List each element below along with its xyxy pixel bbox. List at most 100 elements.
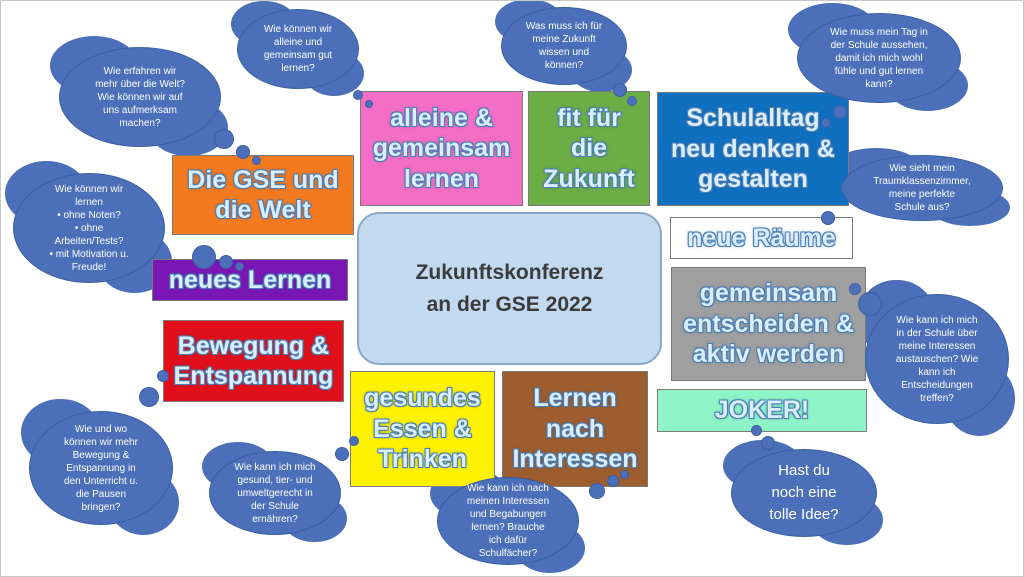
cloud-traum-l3: meine perfekte	[888, 189, 956, 200]
cloud-welt-l3: Wie können wir auf	[97, 91, 183, 103]
cloud-bewegung-l1: Wie und wo	[74, 423, 128, 435]
cloud-lernen-l7: Freude!	[71, 261, 107, 273]
cloud-interessen-l4: lernen? Brauche	[471, 522, 545, 533]
cloud-lernen-l6: • mit Motivation u.	[49, 248, 129, 260]
cloud-essen-l5: ernähren?	[252, 513, 298, 525]
cloud-lernen-dot	[236, 263, 243, 270]
cloud-bewegung-l5: den Unterricht u.	[64, 475, 138, 487]
topic-alleine-line1: alleine &	[390, 103, 493, 132]
topic-gse-welt-line1: Die GSE und	[187, 165, 339, 194]
topic-fit-zukunft: fit für die Zukunft	[528, 91, 650, 206]
topic-neue-raeume-line1: neue Räume	[687, 223, 836, 252]
cloud-idee-dot	[752, 426, 761, 435]
cloud-bewegung-dot	[140, 388, 158, 406]
topic-gemeinsam-line3: aktiv werden	[692, 340, 845, 369]
cloud-alleine-dot	[366, 101, 372, 107]
cloud-alleine-dot	[354, 91, 362, 99]
cloud-tag-l2: der Schule aussehen,	[830, 39, 928, 51]
cloud-traum-l4: Schule aus?	[894, 202, 950, 213]
topic-neue-raeume: neue Räume	[670, 217, 853, 259]
center-title-line1: Zukunftskonferenz	[415, 260, 604, 284]
cloud-idee-l2: noch eine	[771, 484, 837, 501]
cloud-austausch-l4: austauschen? Wie	[895, 353, 979, 365]
cloud-traum-dot	[822, 212, 834, 224]
cloud-welt-l5: machen?	[119, 117, 161, 129]
topic-gemeinsam-entscheiden: gemeinsam entscheiden & aktiv werden	[671, 267, 866, 381]
cloud-interessen-dot	[608, 476, 618, 486]
topic-fit-line1: fit für	[557, 103, 621, 132]
cloud-bewegung-l7: bringen?	[81, 501, 121, 513]
cloud-welt-l2: mehr über die Welt?	[95, 78, 185, 90]
cloud-austausch-l5: kann ich	[918, 366, 956, 378]
cloud-interessen-dot	[621, 471, 628, 478]
topic-joker-line1: JOKER!	[714, 396, 810, 425]
cloud-zukunft-l2: meine Zukunft	[532, 34, 596, 45]
cloud-welt-l4: uns aufmerksam	[103, 104, 177, 116]
cloud-austausch-dot	[859, 293, 881, 315]
cloud-lernen-l5: Arbeiten/Tests?	[54, 235, 124, 247]
cloud-lernen-l4: • ohne	[74, 222, 104, 234]
cloud-lernen-l2: lernen	[75, 196, 103, 208]
topic-schulalltag-line1: Schulalltag	[686, 104, 820, 133]
topic-gse-welt: Die GSE und die Welt	[172, 155, 354, 235]
cloud-idee-l1: Hast du	[778, 462, 830, 479]
cloud-essen-dot	[336, 448, 348, 460]
topic-alleine-line3: lernen	[403, 164, 480, 193]
cloud-interessen-l1: Wie kann ich nach	[467, 483, 549, 494]
topic-fit-line3: Zukunft	[543, 164, 635, 193]
cloud-tag-dot	[834, 106, 846, 118]
topic-essen: gesundes Essen & Trinken	[350, 371, 495, 487]
cloud-lernen-dot	[193, 246, 215, 268]
topic-bewegung-line2: Entspannung	[173, 362, 334, 390]
cloud-bewegung-l3: Bewegung &	[72, 449, 130, 461]
cloud-lernen-l3: • ohne Noten?	[57, 209, 121, 221]
cloud-traum: Wie sieht mein Traumklassenzimmer, meine…	[832, 148, 1010, 227]
cloud-alleine-l1: Wie können wir	[263, 24, 333, 35]
cloud-tag-l4: fühle und gut lernen	[834, 65, 924, 77]
cloud-zukunft-l3: wissen und	[538, 47, 590, 58]
cloud-austausch-l6: Entscheidungen	[901, 379, 973, 391]
cloud-lernen-dot	[220, 256, 232, 268]
cloud-essen-l1: Wie kann ich mich	[234, 461, 316, 473]
cloud-zukunft-dot	[628, 97, 636, 105]
topic-essen-line3: Trinken	[378, 445, 467, 474]
cloud-austausch-l3: meine Interessen	[898, 340, 976, 352]
cloud-lernen: Wie können wir lernen • ohne Noten? • oh…	[5, 161, 172, 293]
topic-schulalltag: Schulalltag neu denken & gestalten	[657, 92, 849, 206]
cloud-essen-l2: gesund, tier- und	[237, 474, 313, 486]
cloud-essen-l4: der Schule	[251, 500, 299, 512]
topic-alleine-gemeinsam: alleine & gemeinsam lernen	[360, 91, 523, 206]
topic-gemeinsam-line2: entscheiden &	[683, 309, 854, 338]
cloud-zukunft-l4: können?	[544, 60, 584, 71]
cloud-tag-l5: kann?	[865, 78, 893, 90]
cloud-alleine-l4: lernen?	[281, 63, 315, 74]
cloud-bewegung-l2: können wir mehr	[64, 436, 138, 448]
topic-neues-lernen: neues Lernen	[152, 259, 348, 301]
cloud-zukunft-dot	[614, 84, 626, 96]
cloud-interessen-l2: meinen Interessen	[466, 496, 550, 507]
cloud-alleine-l3: gemeinsam gut	[263, 50, 333, 61]
topic-gse-welt-line2: die Welt	[215, 196, 311, 224]
cloud-interessen-l6: Schulfächer?	[478, 548, 538, 559]
cloud-welt-dot	[215, 130, 233, 148]
cloud-essen-l3: umweltgerecht in	[237, 487, 313, 499]
topic-gemeinsam-line1: gemeinsam	[699, 279, 838, 308]
cloud-welt-l1: Wie erfahren wir	[103, 65, 177, 77]
cloud-zukunft-l1: Was muss ich für	[525, 21, 603, 32]
topic-joker: JOKER!	[657, 389, 867, 432]
cloud-essen-dot	[350, 437, 358, 445]
cloud-austausch-l7: treffen?	[920, 392, 954, 404]
topic-fit-line2: die	[570, 134, 608, 163]
cloud-alleine: Wie können wir alleine und gemeinsam gut…	[230, 0, 364, 96]
cloud-austausch-dot	[850, 284, 860, 294]
cloud-tag: Wie muss mein Tag in der Schule aussehen…	[788, 3, 969, 111]
cloud-austausch-l2: in der Schule über	[896, 327, 978, 339]
cloud-interessen-dot	[590, 484, 604, 498]
topic-essen-line1: gesundes	[364, 384, 481, 413]
cloud-lernen-l1: Wie können wir	[54, 183, 124, 195]
center-title-line2: an der GSE 2022	[426, 292, 593, 316]
cloud-tag-l3: damit ich mich wohl	[835, 52, 923, 64]
cloud-welt: Wie erfahren wir mehr über die Welt? Wie…	[50, 36, 228, 156]
topic-schulalltag-line2: neu denken &	[671, 134, 835, 163]
topic-interessen-line3: Interessen	[512, 445, 638, 474]
